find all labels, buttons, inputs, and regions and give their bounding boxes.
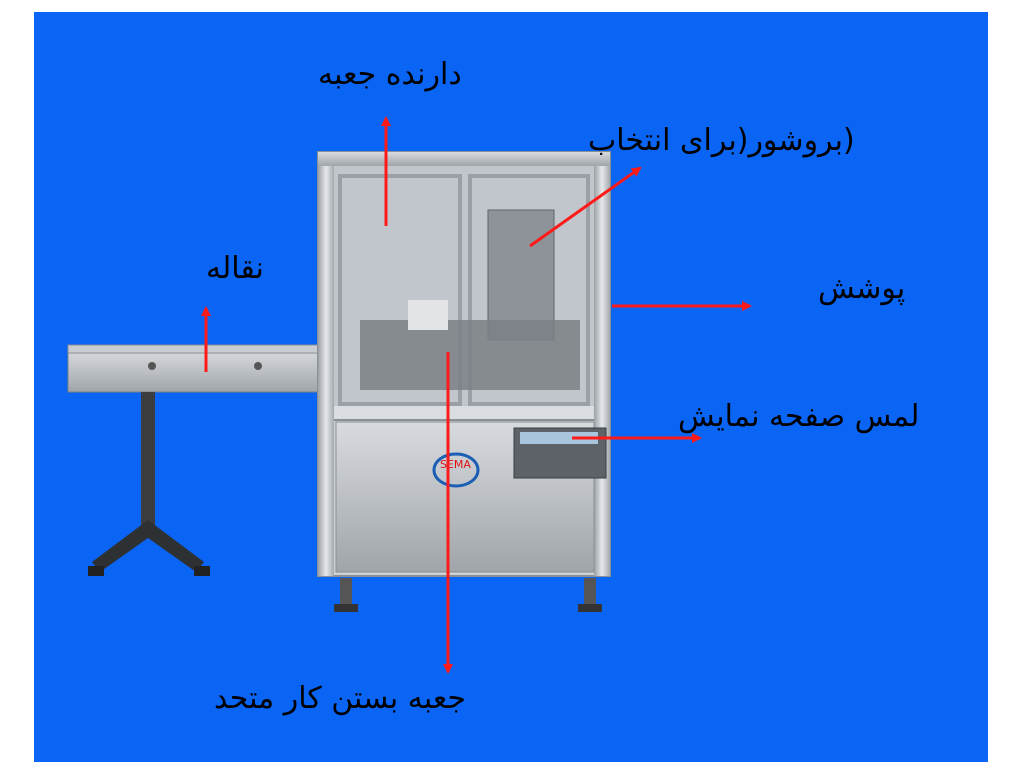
label-box-holder: دارنده جعبه — [318, 57, 462, 92]
arrow-brochure-picker — [529, 166, 642, 248]
label-touch-screen: لمس صفحه نمایش — [678, 399, 920, 434]
brand-text: SEMA — [440, 458, 471, 471]
label-conveyor: نقاله — [206, 251, 264, 286]
label-cover: پوشش — [818, 271, 906, 306]
annotation-arrows — [201, 116, 752, 674]
label-integrated-cartoner: جعبه بستن کار متحد — [214, 681, 466, 716]
label-brochure-picker: (بروشور(برای انتخاب — [588, 123, 855, 158]
touch-screen-panel — [513, 427, 607, 479]
conveyor — [67, 344, 321, 576]
